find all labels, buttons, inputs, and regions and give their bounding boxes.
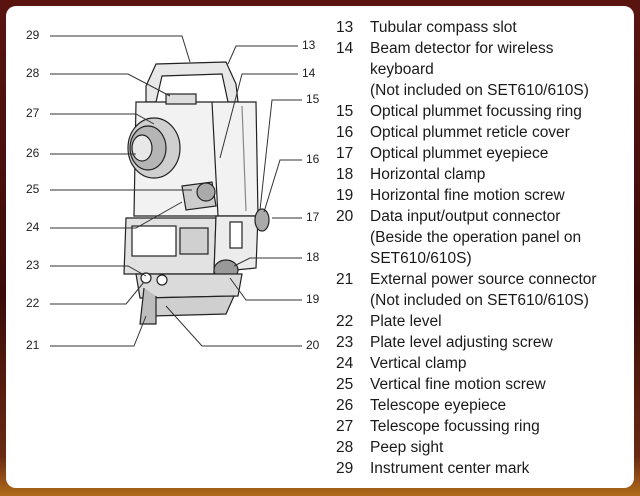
legend-number: 21 [336,271,354,288]
legend-item-17: 17 Optical plummet eyepiece [336,144,626,165]
legend-number: 26 [336,397,354,414]
legend-item-19: 19 Horizontal fine motion screw [336,186,626,207]
legend-number: 19 [336,187,354,204]
legend-item-23: 23 Plate level adjusting screw [336,333,626,354]
legend-number: 27 [336,418,354,435]
legend-item-16: 16 Optical plummet reticle cover [336,123,626,144]
legend-number: 24 [336,355,354,372]
instrument-diagram [50,35,302,347]
legend-number: 20 [336,208,354,225]
legend-text: Horizontal fine motion screw [370,187,565,204]
leader-lines-right [165,45,302,347]
legend-text: Optical plummet eyepiece [370,145,549,162]
callout-26: 26 [26,146,40,160]
callout-24: 24 [26,220,40,234]
legend-number: 28 [336,439,354,456]
legend-number: 15 [336,103,354,120]
legend-text: Telescope focussing ring [370,418,540,435]
legend-number: 18 [336,166,354,183]
callout-18: 18 [306,250,320,264]
legend-text: External power source connector [370,271,597,288]
legend-text: Horizontal clamp [370,166,486,183]
legend-number: 29 [336,460,354,477]
legend-text: (Not included on SET610/610S) [370,292,589,309]
legend-item-13: 13 Tubular compass slot [336,18,626,39]
legend-item-24: 24 Vertical clamp [336,354,626,375]
legend-text: SET610/610S) [370,250,472,267]
legend-item-26: 26 Telescope eyepiece [336,396,626,417]
legend-text: Optical plummet focussing ring [370,103,582,120]
legend-text: Plate level [370,313,442,330]
legend-item-14: 14 Beam detector for wireless keyboard (Not… [336,39,626,102]
callout-20: 20 [306,338,320,352]
legend-text: (Beside the operation panel on [370,229,582,246]
legend-number: 14 [336,40,354,57]
legend-text: Telescope eyepiece [370,397,507,414]
callout-22: 22 [26,296,40,310]
callout-16: 16 [306,152,320,166]
callout-13: 13 [302,38,316,52]
callout-21: 21 [26,338,40,352]
callout-14: 14 [302,66,316,80]
legend-item-28: 28 Peep sight [336,438,626,459]
legend-text: Peep sight [370,439,444,456]
instrument-body [123,61,270,325]
callout-27: 27 [26,106,40,120]
legend-text: Tubular compass slot [370,19,517,36]
legend-number: 17 [336,145,354,162]
legend-text: (Not included on SET610/610S) [370,82,589,99]
callout-28: 28 [26,66,40,80]
legend-text: Instrument center mark [370,460,530,477]
legend-number: 22 [336,313,354,330]
callout-23: 23 [26,258,40,272]
callout-19: 19 [306,292,320,306]
callout-25: 25 [26,182,40,196]
legend-number: 25 [336,376,354,393]
legend-item-29: 29 Instrument center mark [336,459,626,480]
legend-text: keyboard [370,61,434,78]
legend-item-15: 15 Optical plummet focussing ring [336,102,626,123]
legend-item-22: 22 Plate level [336,312,626,333]
legend-number: 23 [336,334,354,351]
legend-item-20: 20 Data input/output connector (Beside the… [336,207,626,270]
legend-text: Plate level adjusting screw [370,334,553,351]
legend-item-21: 21 External power source connector (Not in… [336,270,626,312]
leader-lines-left [50,35,192,347]
legend-text: Vertical clamp [370,355,467,372]
legend-item-27: 27 Telescope focussing ring [336,417,626,438]
legend-number: 16 [336,124,354,141]
legend-text: Beam detector for wireless [370,40,554,57]
legend-text: Optical plummet reticle cover [370,124,570,141]
callout-17: 17 [306,210,320,224]
legend-text: Data input/output connector [370,208,561,225]
callout-15: 15 [306,92,320,106]
legend-text: Vertical fine motion screw [370,376,546,393]
callout-29: 29 [26,28,40,42]
diagram-panel: 29 28 27 26 25 24 23 22 21 13 14 15 16 1… [6,6,634,488]
legend-item-18: 18 Horizontal clamp [336,165,626,186]
legend-number: 13 [336,19,354,36]
legend-item-25: 25 Vertical fine motion screw [336,375,626,396]
